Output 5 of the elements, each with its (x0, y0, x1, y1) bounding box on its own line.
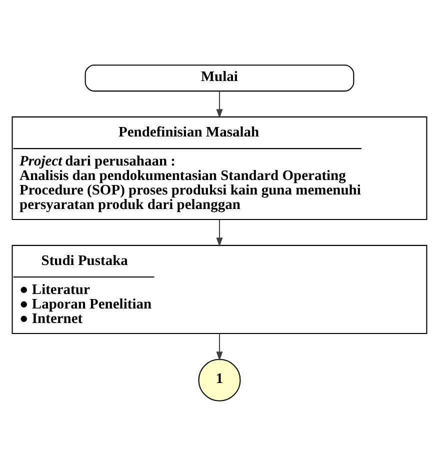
arrow (216, 91, 223, 118)
node-circle: 1 (198, 358, 241, 402)
node-box: Mulai (84, 64, 354, 92)
arrow (216, 220, 223, 247)
arrow (216, 334, 223, 361)
